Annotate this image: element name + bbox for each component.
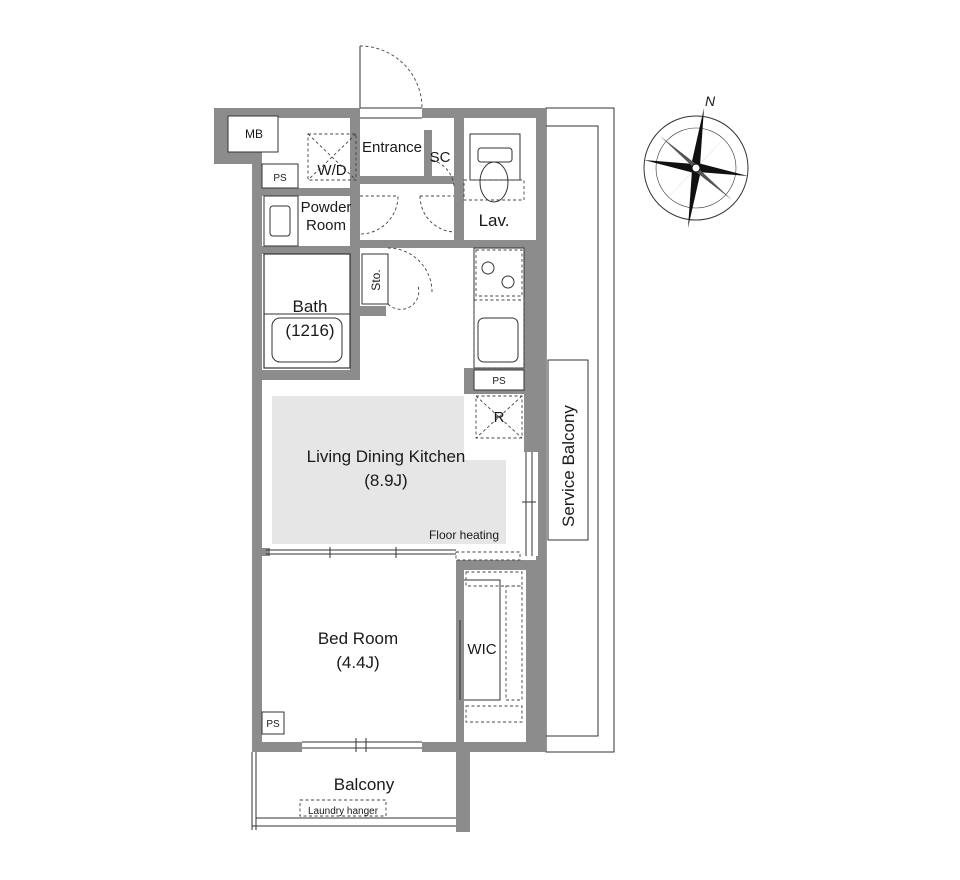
label-sto: Sto. <box>369 269 383 290</box>
label-wic: WIC <box>467 641 496 658</box>
label-bedroom: Bed Room <box>318 629 398 648</box>
wic-shelves <box>465 571 523 723</box>
label-mb: MB <box>245 127 263 141</box>
label-ps-top: PS <box>273 173 287 184</box>
bathtub <box>263 253 351 369</box>
label-floor-heating: Floor heating <box>429 528 499 542</box>
service-balcony-window <box>522 452 536 556</box>
floor-heating-area <box>272 396 506 544</box>
label-bedroom-size: (4.4J) <box>336 653 379 672</box>
service-balcony-box <box>547 359 589 541</box>
label-powder-2: Room <box>306 217 346 234</box>
label-sc: SC <box>430 149 451 166</box>
bedroom-window <box>302 738 422 752</box>
label-ldk-size: (8.9J) <box>364 471 407 490</box>
label-lav: Lav. <box>479 211 510 230</box>
label-laundry: Laundry hanger <box>308 806 379 817</box>
powder-sink <box>263 195 299 247</box>
compass-north-label: N <box>705 93 716 109</box>
label-ps-bed: PS <box>266 719 280 730</box>
label-wd: W/D <box>317 162 346 179</box>
entrance-door <box>359 45 423 119</box>
ps-kitchen-box <box>473 369 525 391</box>
storage <box>361 253 389 305</box>
label-ps-kitchen: PS <box>492 376 506 387</box>
room-labels: MB PS W/D Entrance SC Lav. Powder Room S… <box>245 127 578 817</box>
label-entrance: Entrance <box>362 139 422 156</box>
label-bath-size: (1216) <box>285 321 334 340</box>
label-balcony: Balcony <box>334 775 395 794</box>
label-fridge: R <box>494 409 505 426</box>
bedroom-sliding-door <box>266 547 521 561</box>
fridge <box>475 395 523 439</box>
balcony <box>251 752 456 830</box>
ps-bed-box <box>261 711 285 735</box>
kitchen <box>473 247 525 369</box>
toilet <box>463 133 525 203</box>
label-powder-1: Powder <box>301 199 352 216</box>
label-service-balcony: Service Balcony <box>559 405 578 527</box>
ps-top-box <box>261 163 299 189</box>
washer-dryer <box>307 133 357 181</box>
compass-icon: N <box>643 93 749 228</box>
label-ldk: Living Dining Kitchen <box>307 447 466 466</box>
label-bath: Bath <box>293 297 328 316</box>
